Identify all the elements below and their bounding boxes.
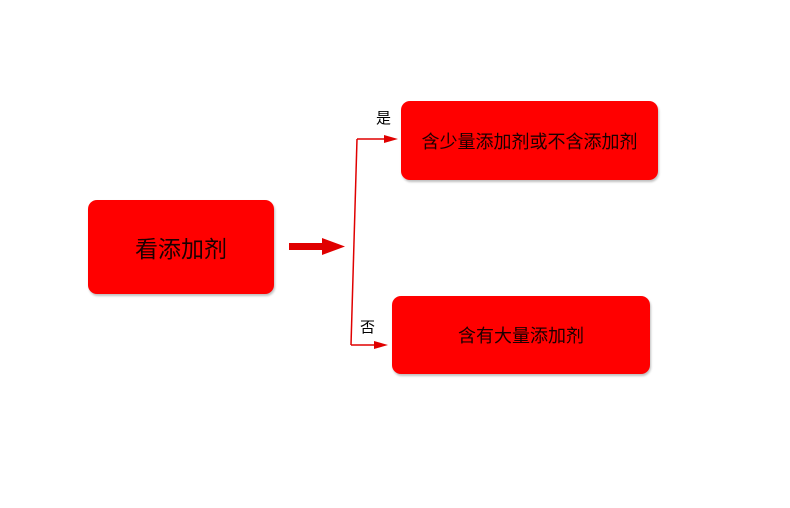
root-node: 看添加剂: [88, 200, 274, 294]
no-result-node: 含有大量添加剂: [392, 296, 650, 374]
no-edge-label: 否: [360, 318, 376, 336]
yes-arrow-head: [384, 135, 398, 143]
root-arrow-head: [322, 238, 345, 255]
root-arrow-shaft: [289, 243, 325, 250]
no-arrow-head: [374, 341, 388, 349]
branch-spine-line: [350, 138, 358, 346]
yes-edge-label: 是: [376, 109, 392, 127]
yes-result-node: 含少量添加剂或不含添加剂: [401, 101, 658, 180]
